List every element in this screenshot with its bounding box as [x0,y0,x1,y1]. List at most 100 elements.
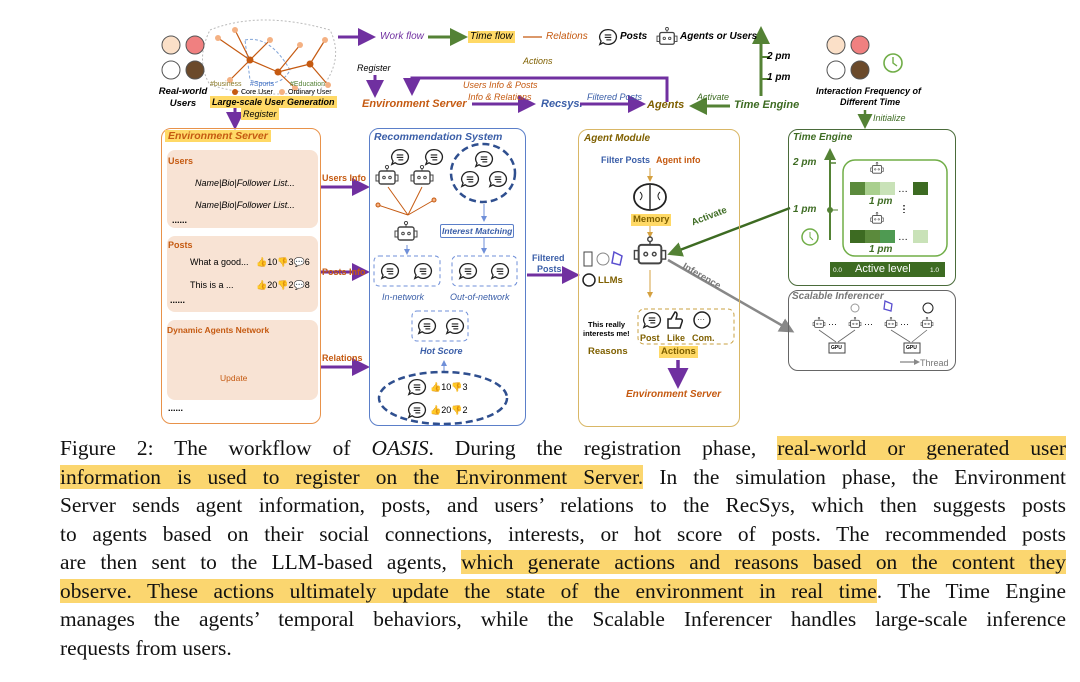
scale-min: 0.0 [833,267,843,274]
interaction-frequency-label: Interaction Frequency of [816,86,922,96]
svg-text:···: ··· [697,315,705,324]
network-panel [167,320,318,400]
comment-action-icon: ··· [693,311,711,329]
time-engine-box [788,129,956,286]
tag-business: #business [210,81,242,88]
active-level-scale: 0.0 Active level 1.0 [830,262,945,277]
core-user-legend: Core User [241,89,273,96]
like-action-label: Like [667,333,686,343]
caption-line: manages the agents’ temporal behaviors, … [60,605,1066,634]
agents-flow: Agents [647,99,685,111]
row-2-time: 1 pm [869,244,893,255]
real-world-users-avatars [161,35,205,80]
activity-cell [913,182,928,195]
environment-server-box [161,128,321,424]
memory-label: Memory [631,214,672,226]
activity-cell [850,182,865,195]
users-info-label: Users Info [322,173,367,183]
caption-line: information is used to register on the E… [60,463,1066,492]
user-network-graph [202,19,337,95]
agents-legend-icon [656,27,678,45]
svg-text:···: ··· [900,319,909,329]
caption-text: manages the agents’ temporal behaviors, … [60,607,1066,631]
caption-text: requests from users. [60,635,232,660]
highlighted-text: observe. These actions ultimately update… [60,578,877,603]
recommendation-system-box [369,128,526,426]
activate-agent-arrow [667,206,791,257]
activity-cell [880,182,895,195]
workflow-diagram: ··· ········· [161,19,948,426]
inferencer-agents: ········· [812,300,934,343]
activity-panel [842,159,948,257]
activity-ellipsis: … [898,184,908,195]
reason-text-1: This really [588,320,626,329]
scalable-inferencer-box [788,290,956,371]
follow-relations [375,186,437,216]
user-generation-label: Large-scale User Generation [210,96,337,108]
user-row: Name|Bio|Follower List... [195,178,295,188]
posts-panel [167,236,318,312]
update-label: Update [220,373,248,383]
caption-text: . During the registration phase, [428,436,778,460]
caption-line: requests from users. [60,634,1066,663]
actions-output-label: Actions [659,346,698,358]
llm-logos [582,250,623,287]
highlighted-text: real-world or generated user [777,436,1066,460]
relations-label: Relations [322,353,363,363]
gpu-label: GPU [831,345,842,351]
caption-text: In the simulation phase, the Environment [643,464,1066,489]
posts-legend-icon [598,28,618,46]
svg-text:···: ··· [828,319,837,329]
gpu-label: GPU [906,345,917,351]
highlighted-text: which generate actions and reasons based… [461,550,1066,574]
filtered-label-2: Posts [537,264,562,274]
caption-text: are then sent to the LLM-based agents, [60,550,462,574]
activity-cell [880,230,895,243]
environment-server-target: Environment Server [626,389,722,400]
out-of-network-group [451,255,518,287]
caption-line: are then sent to the LLM-based agents, w… [60,548,1066,577]
like-action-icon [667,311,684,329]
figure-caption: Figure 2: The workflow of OASIS. During … [60,434,1066,662]
tag-sports: #Sports [250,81,275,88]
caption-line: Server sends agent information, posts, a… [60,491,1066,520]
filtered-posts-flow-label: Filtered Posts [587,92,643,102]
caption-text: to agents based on their social connecti… [60,521,1066,546]
caption-line: Figure 2: The workflow of OASIS. During … [60,434,1066,463]
post-action-label: Post [640,333,660,343]
inference-arrow [667,258,795,333]
activity-cell [865,182,880,195]
legend-timeflow: Time flow [468,31,515,43]
hot-posts-cluster [377,370,509,426]
scalable-inferencer-title: Scalable Inferencer [792,291,884,302]
register-label: Register [241,108,279,120]
comment-action-label: Com. [692,333,715,343]
post-2-text: This is a ... [190,280,234,290]
caption-line: to agents based on their social connecti… [60,520,1066,549]
activate-flow-label: Activate [697,92,730,102]
agent-info-label: Agent info [656,155,701,165]
register-label-top: Register [357,63,391,73]
filtered-label-1: Filtered [532,253,565,263]
gpu-icon [828,342,846,354]
recsys-flow: Recsys. [541,98,583,110]
post-1-stats: 👍10👎3💬6 [256,257,310,267]
posts-info-label: Posts Info [322,267,366,277]
agent-module-box [578,129,740,427]
time-engine-2pm: 2 pm [793,157,817,168]
thread-label: Thread [920,358,949,368]
time-engine-1pm: 1 pm [793,204,817,215]
scale-max: 1.0 [930,267,940,274]
actions-group [637,308,735,345]
user-row: Name|Bio|Follower List... [195,200,295,210]
time-engine-clock-icon [801,228,819,246]
caption-text: . The Time Engine [876,578,1066,603]
activity-ellipsis: … [898,232,908,243]
row-1-time: 1 pm [869,196,893,207]
activity-cell [850,230,865,243]
real-world-users-label: Real-world Users [158,86,208,109]
info-relations-label: Info & Relations [468,92,532,102]
active-level-label: Active level [855,263,911,275]
one-pm-tick: 1 pm [767,72,791,83]
hot-score-group [411,310,469,342]
